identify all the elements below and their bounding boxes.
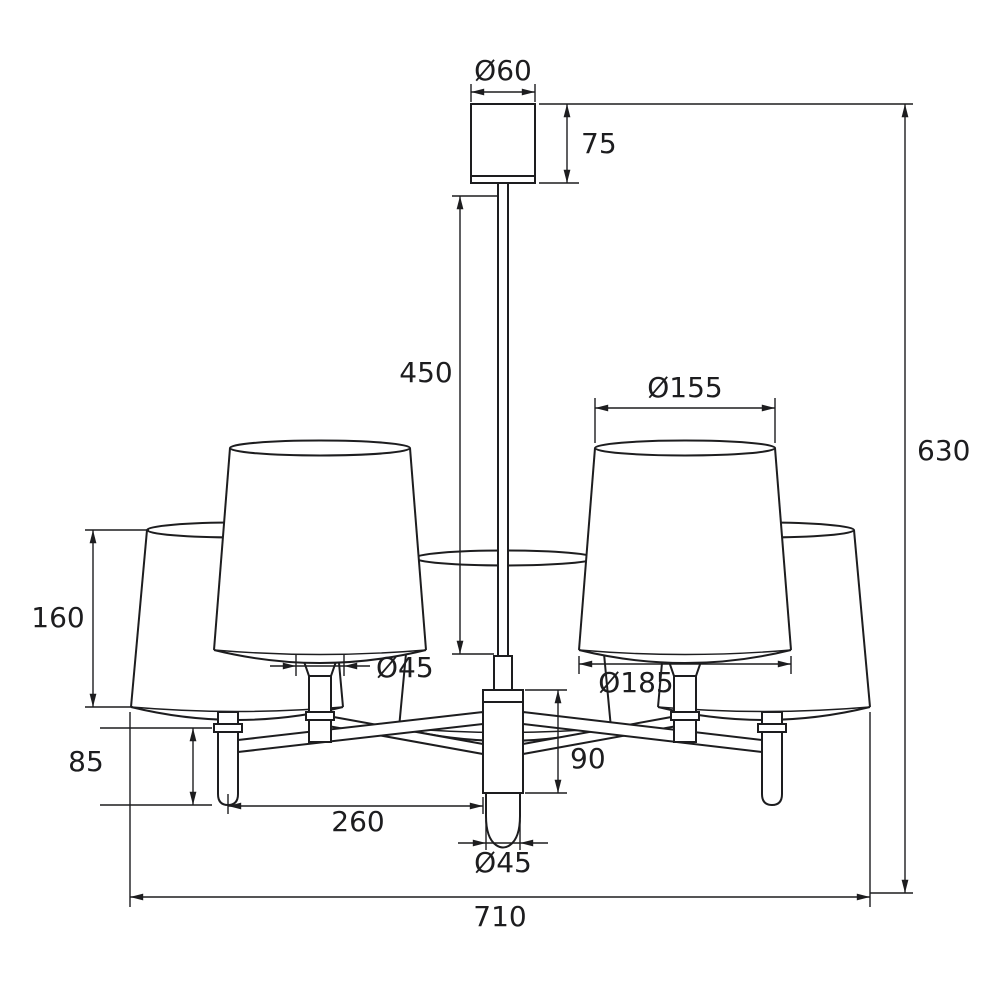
- shade-inner-left: [213, 439, 427, 664]
- dim-holder-diameter: Ø45: [270, 651, 434, 684]
- dim-finial-diameter: Ø45: [458, 820, 548, 879]
- dim-label-shade-bottom-diameter: Ø185: [598, 666, 673, 699]
- dim-overall-width: 710: [129, 712, 871, 933]
- dim-label-holder-diameter: Ø45: [376, 651, 434, 684]
- dim-label-hub-height: 90: [570, 742, 606, 775]
- dim-label-canopy-diameter: Ø60: [474, 54, 532, 87]
- rod-coupler: [493, 655, 513, 691]
- shade-inner-right: [578, 439, 792, 664]
- socket-front-left: [213, 711, 243, 807]
- dim-label-canopy-height: 75: [581, 127, 617, 160]
- dim-label-overall-width: 710: [473, 900, 526, 933]
- bottom-finial: [485, 792, 521, 849]
- dim-label-finial-diameter: Ø45: [474, 846, 532, 879]
- center-hub: [482, 689, 524, 794]
- dim-hub-height: 90: [525, 689, 606, 794]
- dim-socket-height: 85: [68, 727, 212, 806]
- dim-label-overall-height: 630: [917, 434, 970, 467]
- dim-label-socket-height: 85: [68, 745, 104, 778]
- dim-shade-top-diameter: Ø155: [594, 371, 776, 443]
- dim-label-shade-top-diameter: Ø155: [647, 371, 722, 404]
- dim-overall-height: 630: [870, 104, 970, 894]
- ceiling-rod: [493, 183, 513, 691]
- arms: [237, 710, 763, 756]
- dim-arm-spread: 260: [227, 794, 484, 838]
- dim-label-arm-spread: 260: [331, 805, 384, 838]
- dim-canopy-diameter: Ø60: [470, 54, 536, 102]
- socket-front-right: [757, 711, 787, 807]
- ceiling-canopy: [470, 103, 536, 184]
- dim-canopy-height: 75: [539, 103, 913, 184]
- dim-shade-height: 160: [31, 529, 149, 708]
- dim-rod-length: 450: [399, 195, 497, 655]
- dim-label-shade-height: 160: [31, 601, 84, 634]
- dim-shade-bottom-diameter: Ø185: [578, 656, 792, 699]
- dim-label-rod-length: 450: [399, 356, 452, 389]
